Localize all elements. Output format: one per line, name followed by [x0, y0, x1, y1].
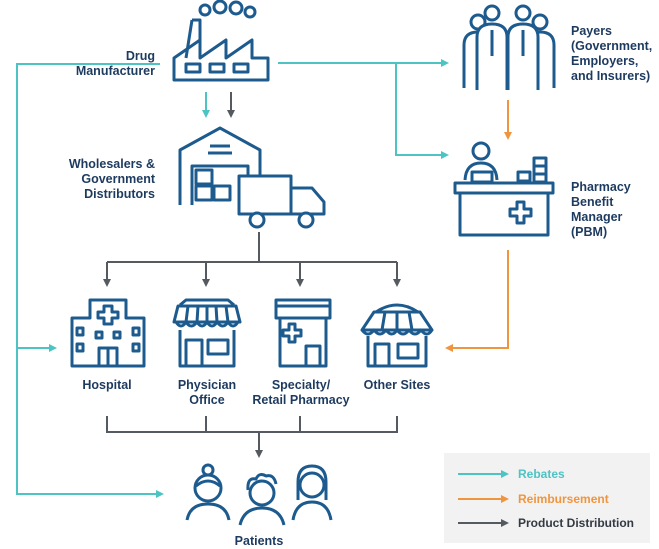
- legend-reimbursement-label: Reimbursement: [518, 492, 609, 506]
- specialty-retail-pharmacy-label: Specialty/ Retail Pharmacy: [252, 378, 350, 407]
- legend-reimbursement-arrow-icon: [458, 495, 509, 503]
- reimbursement-arrow-pbm-to-sites: [445, 250, 509, 352]
- patients-icon: [185, 463, 333, 526]
- legend-product-distribution-label: Product Distribution: [518, 516, 634, 530]
- pharmacist-counter-icon: [453, 141, 555, 237]
- rebate-arrow-to-hospital: [16, 63, 160, 352]
- rebate-arrow-to-pbm: [395, 63, 449, 159]
- legend: Rebates Reimbursement Product Distributi…: [444, 453, 650, 543]
- hospital-label: Hospital: [82, 378, 132, 392]
- shop-icon: [360, 303, 434, 368]
- factory-icon: [172, 0, 270, 82]
- physician-office-label: Physician Office: [177, 378, 237, 407]
- drug-manufacturer-label: Drug Manufacturer: [75, 49, 155, 78]
- other-sites-label: Other Sites: [363, 378, 431, 392]
- legend-rebates-label: Rebates: [518, 467, 565, 481]
- legend-reimbursement: Reimbursement: [458, 490, 648, 508]
- legend-rebates-arrow-icon: [458, 470, 509, 478]
- rebate-arrow-to-patients: [16, 348, 164, 498]
- legend-product-distribution: Product Distribution: [458, 514, 648, 532]
- pharmacy-icon: [274, 298, 332, 368]
- pbm-label: Pharmacy Benefit Manager (PBM): [571, 180, 631, 239]
- reimbursement-arrows: [445, 100, 512, 352]
- storefront-icon: [172, 298, 242, 368]
- payers-label: Payers (Government, Employers, and Insur…: [571, 24, 653, 83]
- product-arrows: [103, 92, 401, 458]
- payers-group-icon: [462, 4, 556, 90]
- legend-product-arrow-icon: [458, 519, 509, 527]
- hospital-icon: [70, 298, 146, 368]
- rebate-arrows: [16, 59, 449, 498]
- patients-label: Patients: [234, 534, 284, 548]
- legend-rebates: Rebates: [458, 465, 648, 483]
- wholesalers-label: Wholesalers & Government Distributors: [68, 157, 155, 201]
- warehouse-truck-icon: [178, 126, 326, 229]
